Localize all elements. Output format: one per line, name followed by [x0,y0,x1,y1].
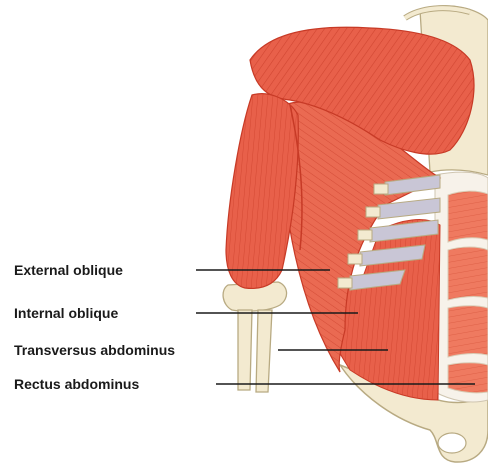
label-transversus-abdominus: Transversus abdominus [14,342,175,358]
label-rectus-abdominus: Rectus abdominus [14,376,139,392]
rectus-sheath [435,172,488,402]
arm-bones [223,282,287,392]
label-external-oblique: External oblique [14,262,123,278]
upper-arm-muscle [226,94,302,289]
label-internal-oblique: Internal oblique [14,305,118,321]
